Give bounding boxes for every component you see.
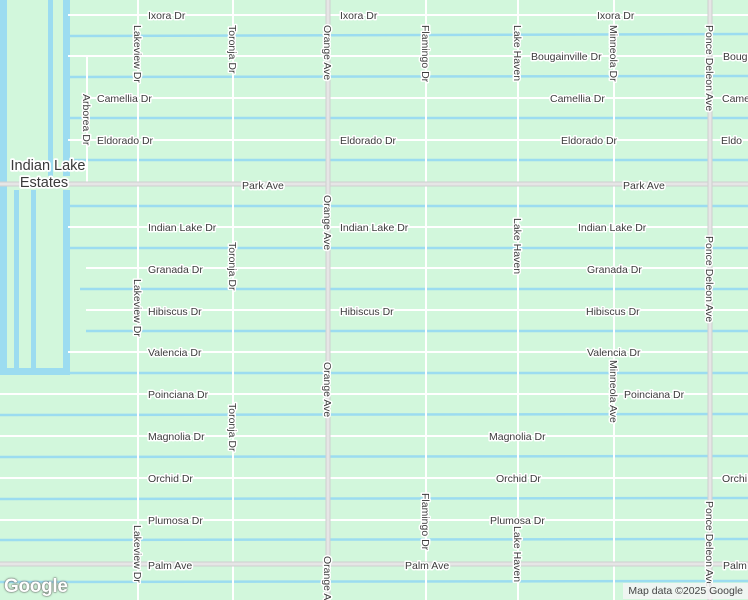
street-label-plumosa: Plumosa Dr [148,515,203,527]
street-label-park-ave: Park Ave [242,180,284,192]
streets-horizontal [0,14,748,521]
canal [0,537,748,542]
lake-water [0,0,70,375]
street-label-orange-ave: Orange Ave [321,362,333,417]
street-label-eldorado: Eldo [721,135,742,147]
street-label-poinciana: Poinciana Dr [148,389,209,401]
street-label-minneola: Minneola Dr [607,25,619,82]
place-label-line-2: Estates [20,175,68,191]
street-label-orange-ave: Orange Ave [321,195,333,250]
street-label-valencia: Valencia Dr [587,347,641,359]
street-label-camellia: Camellia Dr [97,93,152,105]
canals [0,32,748,584]
street-label-ponce-deleon: Ponce Deleon Ave [703,25,715,111]
street-label-hibiscus: Hibiscus Dr [340,306,394,318]
street-label-lakeview: Lakeview Dr [131,25,143,83]
streets-vertical [86,0,615,600]
street-label-toronja: Toronja Dr [226,403,238,452]
street-label-palm-ave: Palm Ave [148,560,192,572]
street-label-granada: Granada Dr [587,264,642,276]
street-label-ponce-deleon: Ponce Deleon Ave [703,236,715,322]
map-attribution[interactable]: Map data ©2025 Google [623,583,748,599]
street-label-granada: Granada Dr [148,264,203,276]
street-label-palm-ave: Palm Ave [405,560,449,572]
street-label-indian-lake: Indian Lake Dr [578,222,647,234]
street-label-ixora: Ixora Dr [340,10,378,22]
street-label-poinciana: Poinciana Dr [624,389,685,401]
street-label-bougainville: Boug [723,51,748,63]
street-label-flamingo: Flamingo Dr [419,25,431,83]
street-label-park-ave: Park Ave [623,180,665,192]
street-label-ponce-deleon: Ponce Deleon Ave [703,501,715,587]
street-label-lake-haven: Lake Haven [511,25,523,81]
street-label-eldorado: Eldorado Dr [561,135,618,147]
street-label-plumosa: Plumosa Dr [490,515,545,527]
street-label-valencia: Valencia Dr [148,347,202,359]
canal [67,74,748,79]
street-label-magnolia: Magnolia Dr [489,431,546,443]
street-label-camellia: Came [722,93,748,105]
street-label-orange-ave: Orange Av [321,556,333,600]
street-label-orchid: Orchi [722,473,747,485]
street-label-ixora: Ixora Dr [597,10,635,22]
street-label-magnolia: Magnolia Dr [148,431,205,443]
canal [0,496,748,501]
street-label-eldorado: Eldorado Dr [97,135,154,147]
street-label-bougainville: Bougainville Dr [531,51,602,63]
street-label-orange-ave: Orange Ave [321,25,333,80]
canal [67,32,748,38]
street-label-hibiscus: Hibiscus Dr [586,306,640,318]
street-label-indian-lake: Indian Lake Dr [148,222,217,234]
street-label-palm-ave: Palm [723,560,747,572]
google-logo[interactable]: Google [4,576,68,597]
street-label-hibiscus: Hibiscus Dr [148,306,202,318]
canal [0,412,748,417]
street-label-orchid: Orchid Dr [148,473,193,485]
canal [0,454,748,459]
street-label-orchid: Orchid Dr [496,473,541,485]
street-label-lakeview: Lakeview Dr [131,279,143,337]
canal [0,579,748,584]
street-label-lake-haven: Lake Haven [511,218,523,274]
street-label-lake-haven: Lake Haven [511,526,523,582]
place-label-line-1: Indian Lake [11,158,86,174]
street-label-minneola: Minneola Ave [607,360,619,423]
street-label-flamingo: Flamingo Dr [419,493,431,551]
street-label-ixora: Ixora Dr [148,10,186,22]
street-label-lakeview: Lakeview Dr [131,525,143,583]
street-label-camellia: Camellia Dr [550,93,605,105]
street-label-toronja: Toronja Dr [226,25,238,74]
street-label-toronja: Toronja Dr [226,242,238,291]
street-label-arborea: Arborea Dr [80,94,92,146]
street-label-eldorado: Eldorado Dr [340,135,397,147]
street-label-indian-lake: Indian Lake Dr [340,222,409,234]
